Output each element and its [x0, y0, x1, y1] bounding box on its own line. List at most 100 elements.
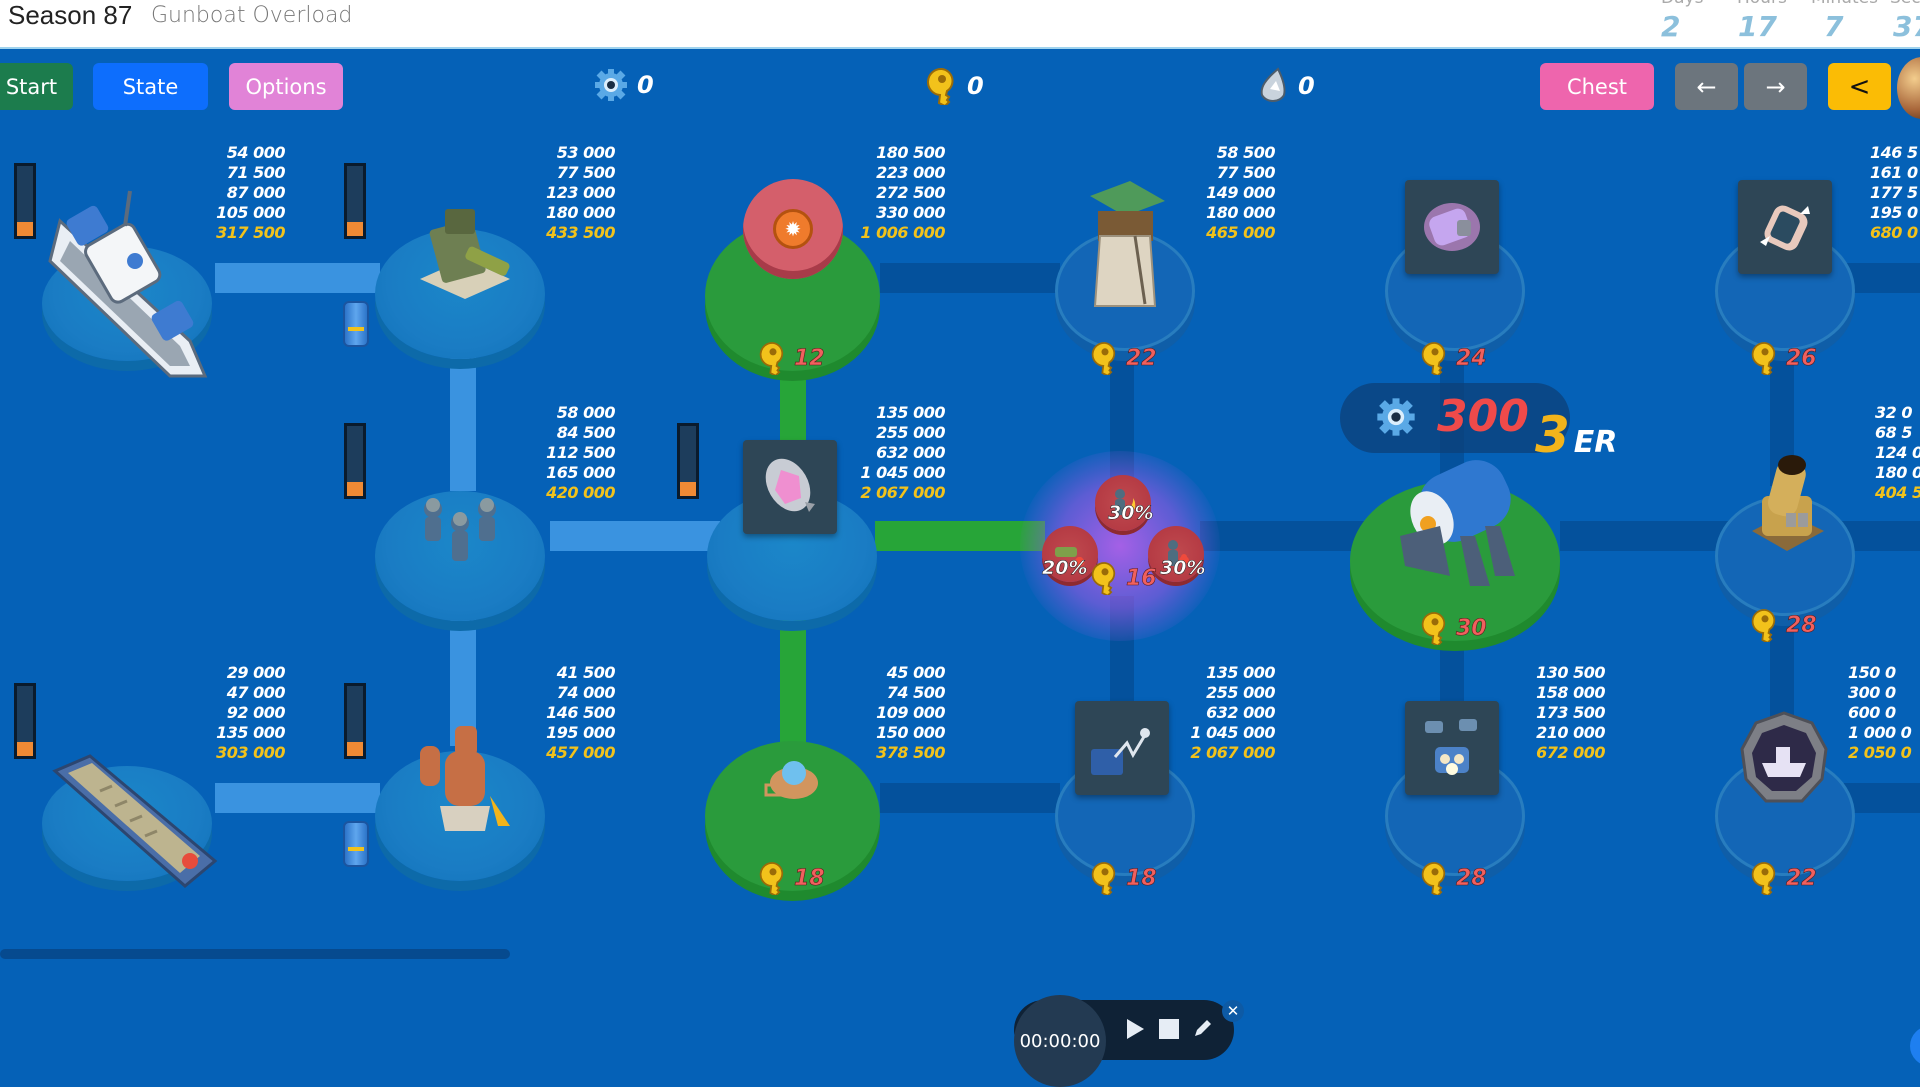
countdown-hours: 17: [1738, 10, 1777, 43]
chest-button[interactable]: Chest: [1540, 63, 1654, 110]
pink-canister-icon: [1424, 203, 1480, 251]
link-riflemen-missile: [550, 521, 720, 551]
key-count: 0: [967, 72, 984, 100]
countdown-minutes: 7: [1824, 10, 1844, 43]
canister-icon: [343, 301, 369, 347]
mortar-key-cost: 28: [1750, 608, 1817, 642]
countdown-days: 2: [1661, 10, 1681, 43]
troop-boost-pct-top: 30%: [1108, 502, 1154, 525]
troop-boost-pct-left: 20%: [1042, 557, 1088, 580]
droplet-count: 0: [1298, 72, 1315, 100]
landing-craft-icon: [52, 754, 218, 888]
critter-bots-icon: [1425, 719, 1477, 775]
shield-gadget-icon: [764, 761, 818, 799]
key-icon: [1751, 862, 1776, 895]
flamethrower-icon: [420, 726, 510, 831]
cannon-rank-suffix: ER: [1573, 425, 1618, 460]
key-icon: [1421, 862, 1446, 895]
cannon-icon: [1400, 460, 1515, 586]
critter-bots-key-cost: 28: [1420, 861, 1487, 895]
blast-icon: ✹: [773, 209, 813, 249]
key-icon: [1091, 862, 1116, 895]
pencil-icon[interactable]: [1191, 1016, 1215, 1045]
link-missile-troopboost: [875, 521, 1045, 551]
shock-launcher-icon: [1091, 728, 1150, 775]
key-icon: [1421, 612, 1446, 645]
countdown-minutes-label: Minutes: [1811, 0, 1878, 8]
pink-canister-key-cost: 24: [1420, 341, 1487, 375]
crystal-missile-tile: [743, 440, 837, 534]
link-explosive-watchtower: [880, 263, 1060, 293]
crystal-missile-progress-meter: [677, 423, 699, 499]
riflemen-icon: [424, 498, 496, 561]
machinegun-progress-meter: [344, 163, 366, 239]
avatar[interactable]: [1897, 57, 1920, 119]
key-icon: [759, 342, 784, 375]
key-icon: [1421, 342, 1446, 375]
shock-canister-tile: [1738, 180, 1832, 274]
troop-boost-heal-troop-pod[interactable]: [1148, 526, 1204, 582]
troop-boost-pct-right: 30%: [1160, 557, 1206, 580]
floating-action-button[interactable]: [1910, 1026, 1920, 1066]
shock-launcher-tile: [1075, 701, 1169, 795]
gun-heart-icon: [1055, 547, 1085, 567]
shock-canister-icon: [1760, 205, 1810, 251]
canister-icon: [343, 821, 369, 867]
gear-count: 0: [637, 71, 654, 99]
countdown-days-label: Days: [1661, 0, 1703, 8]
header: Season 87 Gunboat Overload Days 2 Hours …: [0, 0, 1920, 49]
explosive-pod-badge: ✹: [743, 179, 843, 279]
key-counter: 0: [925, 67, 984, 105]
gear-icon: [595, 69, 627, 101]
options-button[interactable]: Options: [229, 63, 343, 110]
riflemen-progress-meter: [344, 423, 366, 499]
link-machinegun-riflemen: [450, 341, 476, 491]
event-map: Start State Options Chest ← → < 0 0 0: [0, 51, 1920, 1080]
critter-bots-tile: [1405, 701, 1499, 795]
link-landing-flamethrower: [215, 783, 380, 813]
shield-gadget-key-cost: 18: [758, 861, 825, 895]
key-icon: [1751, 342, 1776, 375]
key-icon: [1091, 562, 1116, 595]
explosive-pod-key-cost: 12: [758, 341, 825, 375]
watchtower-key-cost: 22: [1090, 341, 1157, 375]
pink-canister-tile: [1405, 180, 1499, 274]
collapse-button[interactable]: <: [1828, 63, 1891, 110]
gear-icon: [1377, 398, 1415, 436]
recorder-close-button[interactable]: ✕: [1222, 1000, 1244, 1022]
landing-craft-progress-meter: [14, 683, 36, 759]
cannon-rank: 3 ER: [1535, 406, 1617, 464]
boat-badge-key-cost: 22: [1750, 861, 1817, 895]
flamethrower-progress-meter: [344, 683, 366, 759]
play-icon[interactable]: [1124, 1017, 1146, 1046]
countdown-seconds: 37: [1893, 10, 1920, 43]
season-subtitle: Gunboat Overload: [151, 3, 353, 28]
droplet-counter: 0: [1256, 67, 1315, 105]
soldier-heart-icon: [1168, 540, 1189, 566]
state-button[interactable]: State: [93, 63, 208, 110]
troop-boost-heal-weapon-pod[interactable]: [1042, 526, 1098, 582]
forward-button[interactable]: →: [1744, 63, 1807, 110]
shock-launcher-key-cost: 18: [1090, 861, 1157, 895]
recorder-timer: 00:00:00: [1014, 995, 1106, 1087]
start-button[interactable]: Start: [0, 63, 73, 110]
link-shield-launcher: [880, 783, 1060, 813]
stop-icon[interactable]: [1159, 1019, 1179, 1039]
soldier-fire-icon: [1115, 489, 1136, 515]
troop-boost-fire-pod[interactable]: [1095, 475, 1151, 531]
countdown-seconds-label: Seconds: [1890, 0, 1920, 8]
key-icon: [759, 862, 784, 895]
horizontal-scrollbar[interactable]: [0, 949, 510, 959]
shock-canister-key-cost: 26: [1750, 341, 1817, 375]
back-button[interactable]: ←: [1675, 63, 1738, 110]
